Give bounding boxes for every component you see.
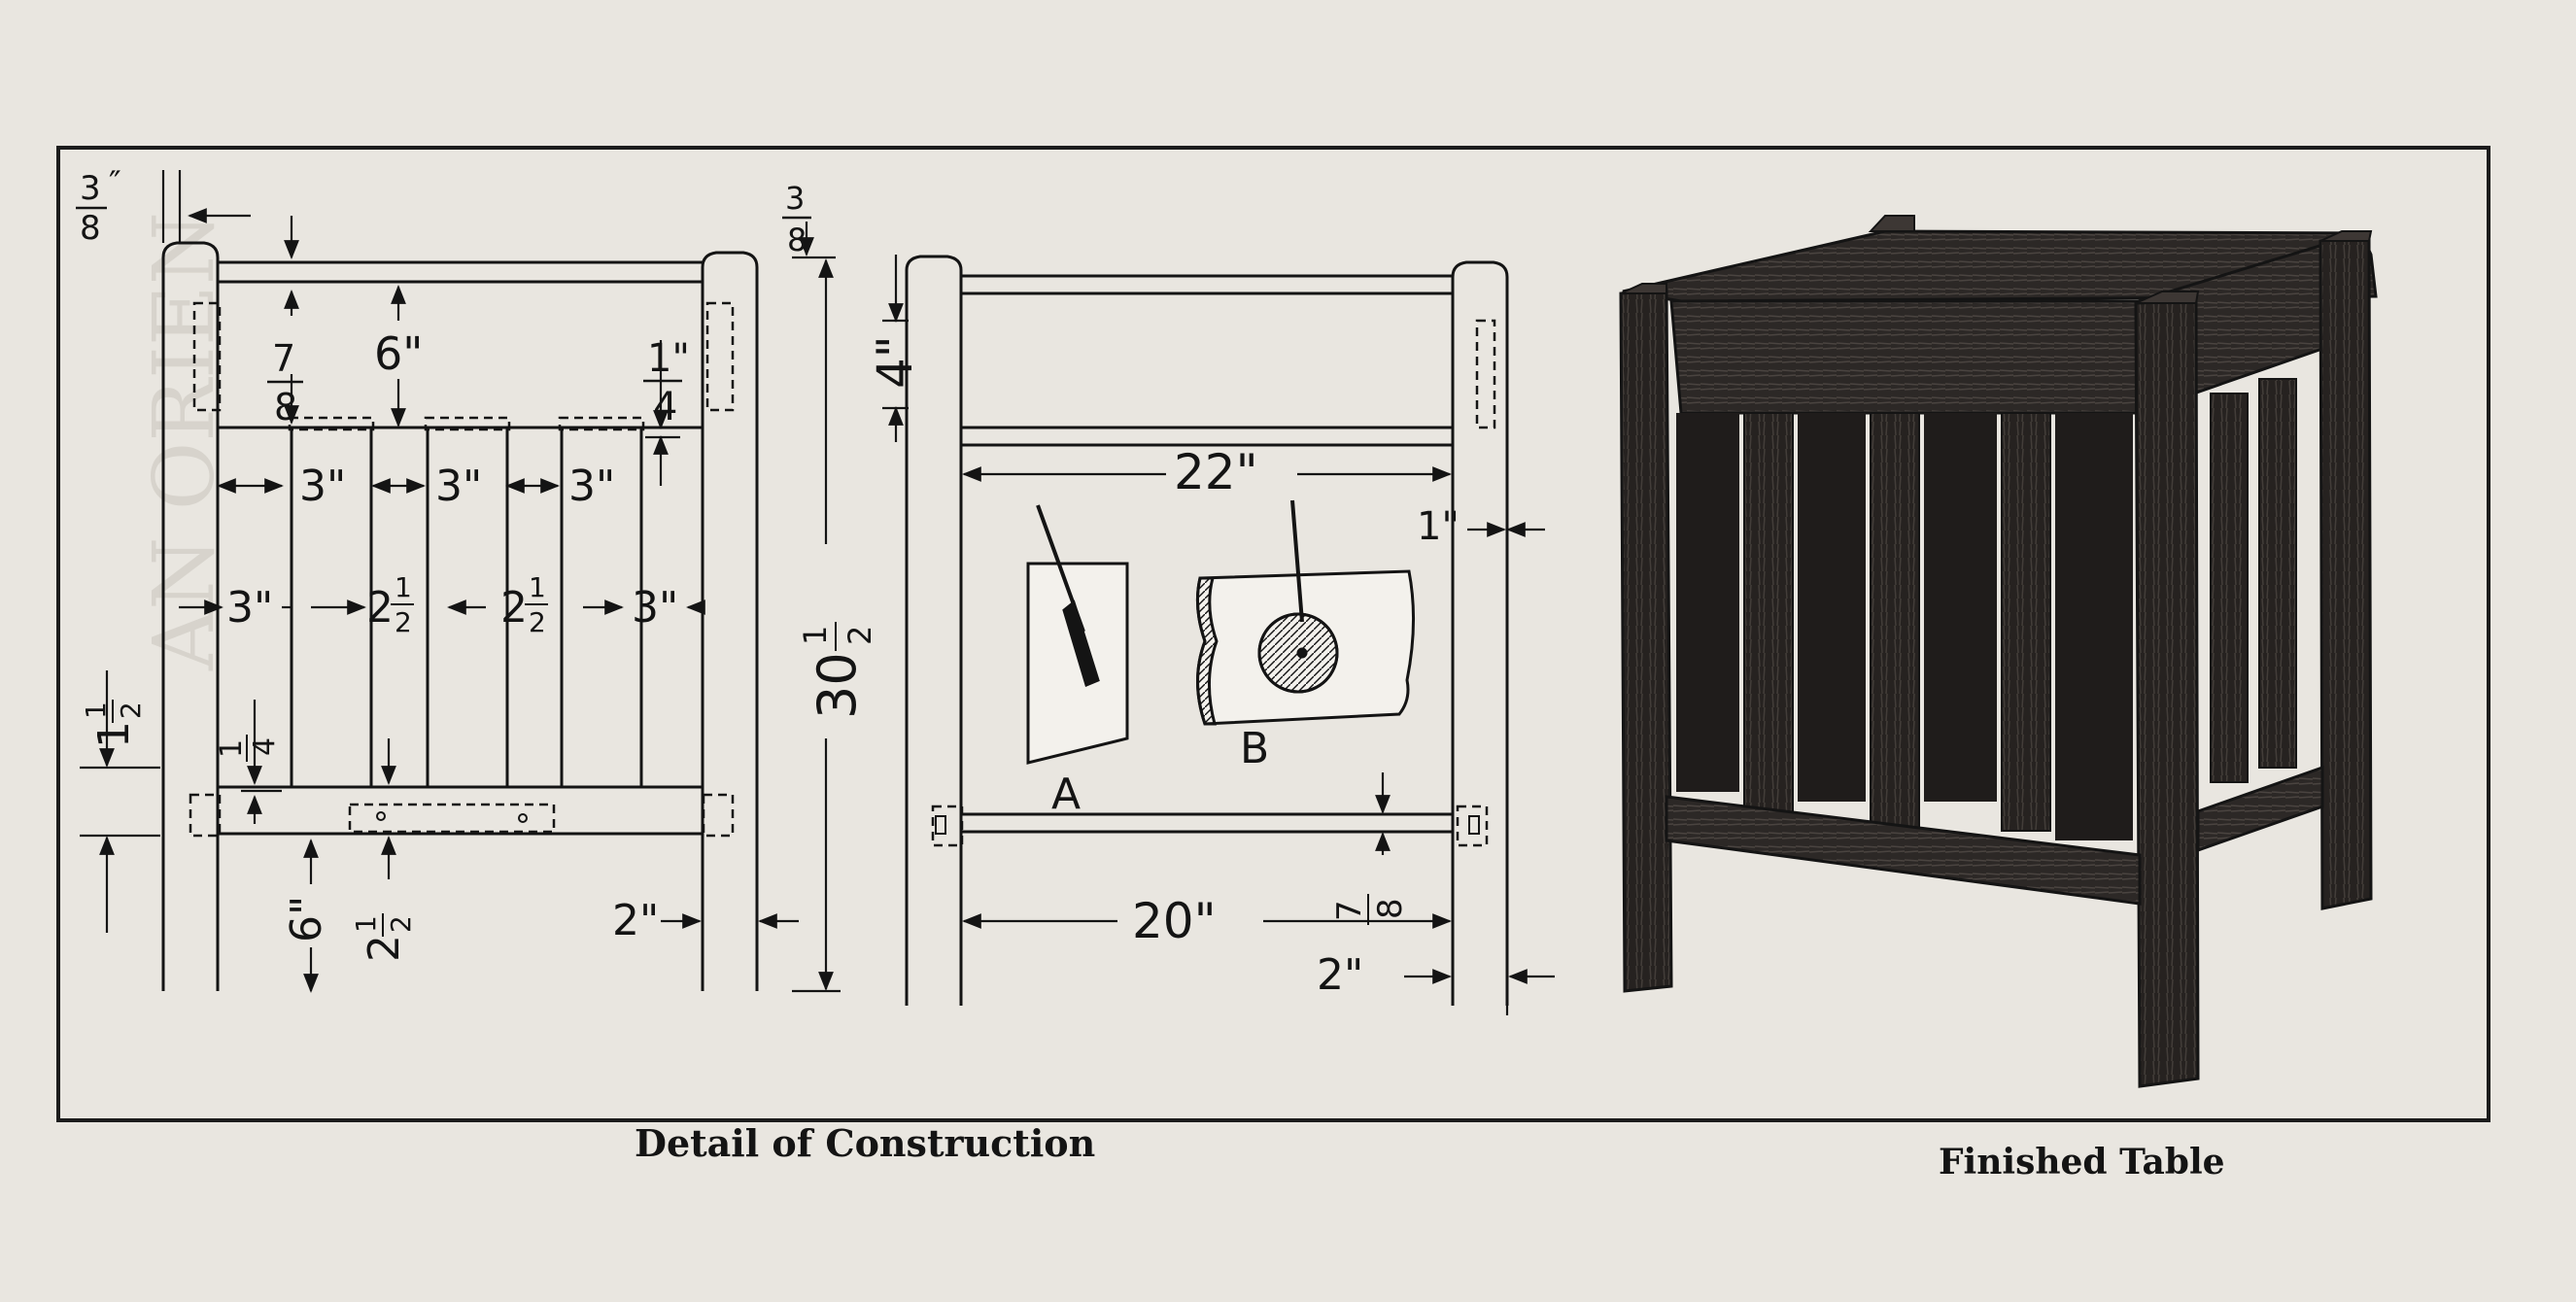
dim-slat-spacing-3: 3"	[568, 462, 615, 511]
dim-1-4-right-den: 4	[653, 385, 677, 429]
hidden-mortises	[189, 301, 735, 838]
svg-text:2: 2	[529, 606, 546, 638]
dim-7-8-top-den: 8	[274, 386, 297, 428]
svg-text:1: 1	[350, 915, 382, 933]
dim-slat-spacing-1: 3"	[299, 462, 346, 511]
svg-text:2: 2	[841, 626, 878, 645]
side-elevation	[905, 255, 1509, 1006]
dim-6-bottom: 6"	[282, 896, 331, 942]
svg-text:2: 2	[395, 606, 412, 638]
dim-gap-2-a: 2	[366, 583, 394, 633]
dim-slat-spacing-2: 3"	[435, 462, 482, 511]
svg-text:1: 1	[797, 626, 834, 645]
dim-gap-2-b: 2	[500, 583, 528, 633]
finished-table-illustration	[1619, 215, 2378, 1088]
dim-7-8-top-num: 7	[272, 337, 295, 380]
dim-22: 22"	[1174, 444, 1258, 500]
left-leg	[161, 241, 220, 991]
svg-text:2: 2	[385, 915, 417, 933]
dim-gap-3-left: 3"	[226, 583, 273, 633]
dim-1-4-left-den: 4	[248, 737, 282, 756]
dim-7-8-right-num: 7	[1330, 900, 1369, 921]
dim-gap-3-right: 3"	[632, 583, 678, 633]
dim-7-8-right-den: 8	[1371, 898, 1410, 919]
svg-text:″: ″	[109, 164, 121, 203]
svg-text:1: 1	[529, 571, 546, 603]
detail-b-label: B	[1240, 724, 1269, 773]
detail-a	[1026, 504, 1129, 765]
dim-2-left: 2"	[612, 896, 659, 945]
dim-6-top: 6"	[374, 327, 423, 380]
dim-1-4-left-num: 1	[215, 739, 249, 758]
dim-1-4-right-num: 1"	[647, 336, 690, 381]
dim-20: 20"	[1132, 893, 1217, 949]
right-leg	[701, 251, 759, 991]
dim-height-whole: 30	[807, 652, 868, 719]
illustration-frame	[56, 146, 2490, 1122]
dim-4: 4"	[867, 335, 923, 389]
dim-2-right: 2"	[1317, 950, 1363, 1000]
dim-1-1-2-whole: 1	[89, 721, 139, 748]
dim-3-8-right-den: 8	[787, 222, 807, 258]
svg-text:2: 2	[115, 702, 147, 719]
detail-a-label: A	[1051, 770, 1081, 819]
detail-b	[1195, 499, 1416, 726]
dim-3-8-left-num: 3	[80, 169, 101, 208]
dim-2-1-2-whole: 2	[360, 935, 409, 962]
dim-3-8-right-num: 3	[785, 180, 805, 217]
dim-3-8-left-den: 8	[80, 209, 101, 248]
svg-text:1: 1	[80, 702, 112, 719]
caption-finished-table: Finished Table	[1939, 1142, 2225, 1182]
caption-detail-of-construction: Detail of Construction	[635, 1121, 1095, 1165]
dim-1: 1"	[1417, 504, 1460, 549]
svg-text:1: 1	[395, 571, 412, 603]
front-elevation	[161, 241, 759, 991]
